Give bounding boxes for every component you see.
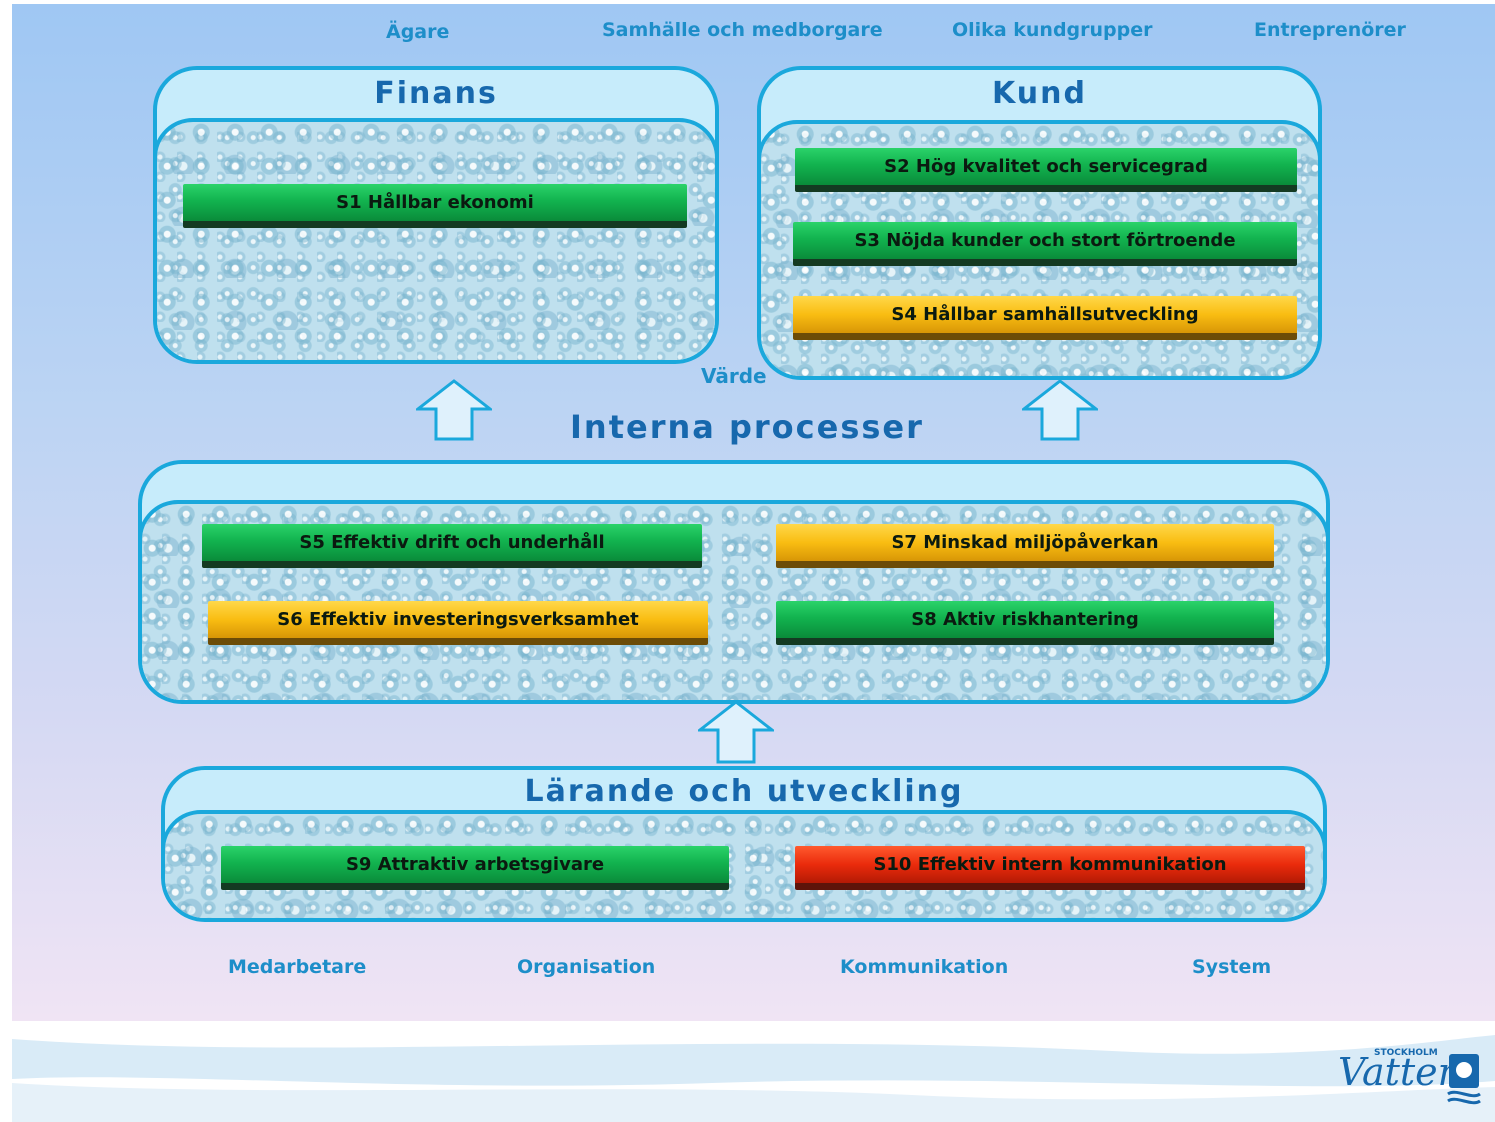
kund-panel: Kund S2 Hög kvalitet och servicegrad S3 …: [757, 66, 1322, 380]
slide-background: Ägare Samhälle och medborgare Olika kund…: [12, 4, 1495, 1021]
label-kundgrupper: Olika kundgrupper: [952, 19, 1153, 41]
stockholm-vatten-logo: STOCKHOLM Vatten: [1338, 1046, 1484, 1110]
arrow-up-right-icon: [1022, 379, 1098, 441]
larande-title: Lärande och utveckling: [524, 774, 964, 809]
varde-label: Värde: [701, 364, 767, 388]
kund-title: Kund: [992, 76, 1087, 111]
finans-inner: [157, 118, 715, 360]
interna-panel: S5 Effektiv drift och underhåll S6 Effek…: [138, 460, 1330, 704]
label-organisation: Organisation: [517, 956, 656, 978]
label-agare: Ägare: [386, 21, 450, 43]
logo-small-text: STOCKHOLM: [1374, 1048, 1438, 1058]
crown-shield-icon: [1447, 1054, 1481, 1105]
bar-s2: S2 Hög kvalitet och servicegrad: [795, 148, 1297, 192]
label-kommunikation: Kommunikation: [840, 956, 1009, 978]
arrow-up-left-icon: [416, 379, 492, 441]
logo-text: Vatten: [1338, 1050, 1463, 1094]
larande-panel: Lärande och utveckling S9 Attraktiv arbe…: [161, 766, 1327, 922]
bar-s1: S1 Hållbar ekonomi: [183, 184, 687, 228]
bar-s6: S6 Effektiv investeringsverksamhet: [208, 601, 708, 645]
bar-s8: S8 Aktiv riskhantering: [776, 601, 1274, 645]
bar-s3: S3 Nöjda kunder och stort förtroende: [793, 222, 1297, 266]
finans-title: Finans: [374, 76, 498, 111]
interna-title: Interna processer: [570, 408, 924, 446]
bar-s7: S7 Minskad miljöpåverkan: [776, 524, 1274, 568]
bar-s5: S5 Effektiv drift och underhåll: [202, 524, 702, 568]
finans-panel: Finans S1 Hållbar ekonomi: [153, 66, 719, 364]
bar-s10: S10 Effektiv intern kommunikation: [795, 846, 1305, 890]
footer-wave: [12, 1021, 1495, 1122]
label-medarbetare: Medarbetare: [228, 956, 367, 978]
bar-s9: S9 Attraktiv arbetsgivare: [221, 846, 729, 890]
arrow-up-center-icon: [698, 700, 774, 764]
label-samhalle: Samhälle och medborgare: [602, 19, 883, 41]
label-system: System: [1192, 956, 1272, 978]
bar-s4: S4 Hållbar samhällsutveckling: [793, 296, 1297, 340]
label-entreprenorer: Entreprenörer: [1254, 19, 1406, 41]
